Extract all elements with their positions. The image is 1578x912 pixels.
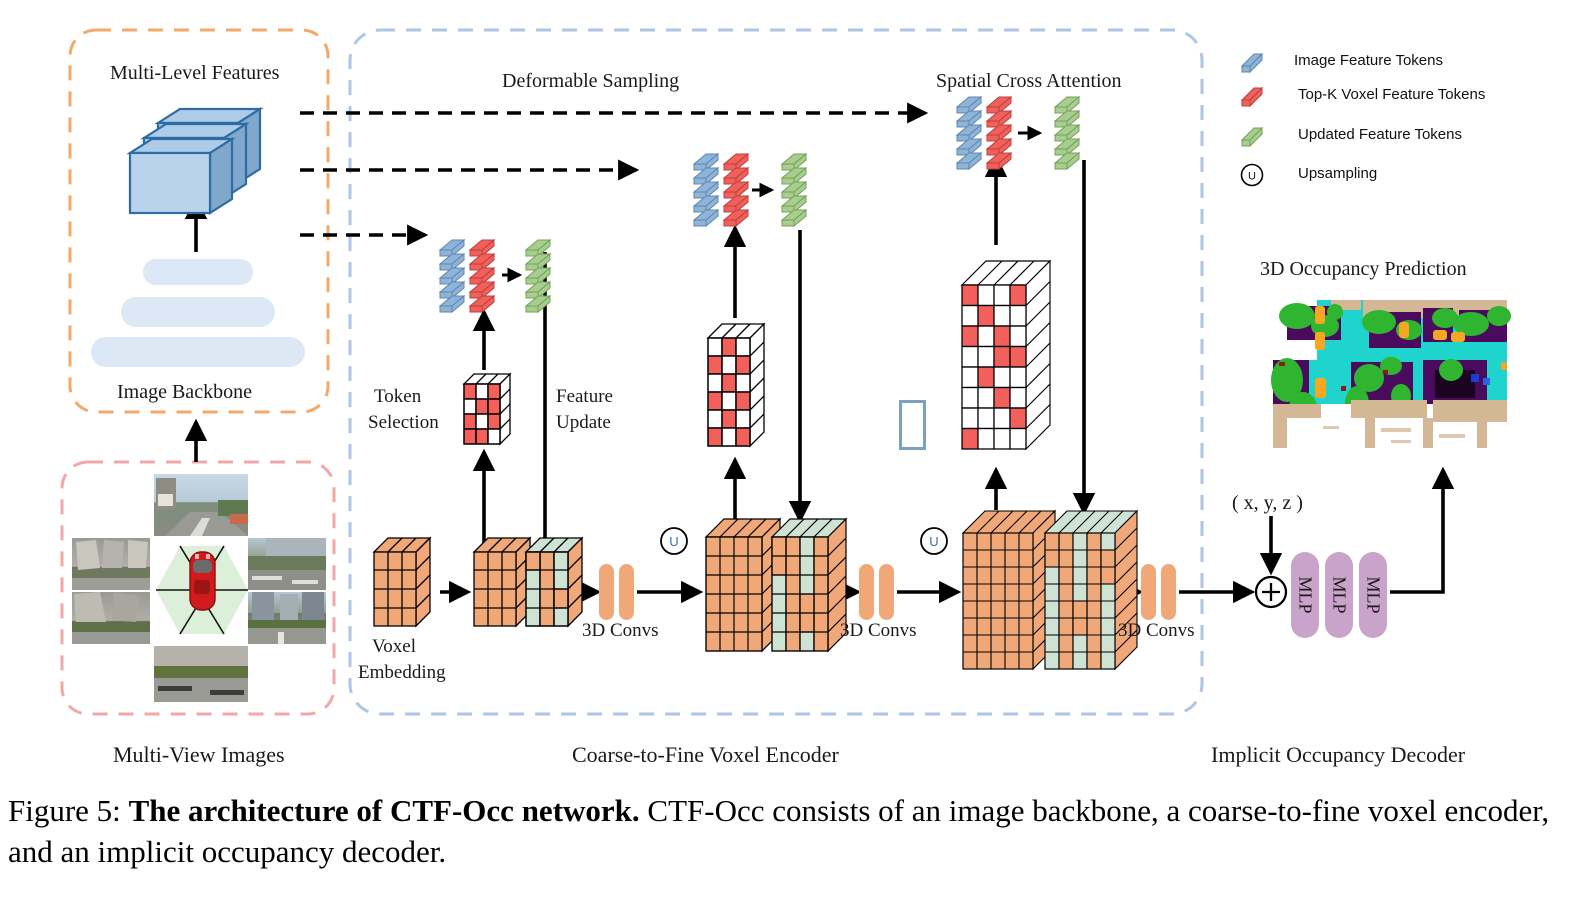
- camera-view-back-left: [72, 592, 150, 644]
- voxel-embedding-label-2: Embedding: [358, 662, 446, 683]
- token-selection-grid-2: [706, 322, 766, 448]
- image-backbone-group-box: [68, 28, 330, 414]
- dashed-feature-arrows: [300, 102, 929, 246]
- voxel-grid-stage2-row: [704, 517, 848, 653]
- token-transform-arrows: [502, 125, 1043, 283]
- backbone-bar-mid: [121, 297, 275, 327]
- coordinate-input-label: ( x, y, z ): [1232, 492, 1303, 514]
- voxel-grid-stage1-updated: [524, 536, 584, 628]
- legend-item-2: Updated Feature Tokens: [1240, 122, 1570, 162]
- upsampling-glyph-1: U: [669, 534, 678, 549]
- occupancy-prediction-image: [1271, 300, 1511, 448]
- upsampling-icon-1: U: [660, 527, 688, 555]
- voxel-grid-stage3-a: [961, 509, 1057, 671]
- multi-level-feature-slabs: [126, 106, 264, 216]
- deformable-sampling-label: Deformable Sampling: [502, 70, 680, 92]
- legend-label-0: Image Feature Tokens: [1294, 52, 1443, 69]
- figure-caption: Figure 5: The architecture of CTF-Occ ne…: [8, 790, 1568, 872]
- section-label-decoder: Implicit Occupancy Decoder: [1211, 742, 1466, 767]
- voxel-encoder-group-box: [348, 28, 1204, 716]
- figure-number: Figure 5:: [8, 793, 121, 828]
- token-column-image-blue-3: [955, 95, 983, 171]
- voxel-grid-embedding: [372, 536, 432, 628]
- camera-view-front-right: [248, 538, 326, 590]
- figure-body: CTF-Occ consists of an image backbone, a…: [8, 793, 1550, 870]
- section-label-voxel-encoder: Coarse-to-Fine Voxel Encoder: [572, 742, 839, 767]
- voxel-embedding-row: [372, 536, 584, 628]
- camera-view-back-right: [248, 592, 326, 644]
- legend-item-0: Image Feature Tokens: [1240, 48, 1570, 82]
- token-column-topk-red-3: [985, 95, 1013, 171]
- voxel-grid-stage2-a: [704, 517, 782, 653]
- token-slab-blue-icon: [1240, 52, 1264, 74]
- multi-view-images-group-box: [60, 460, 336, 716]
- legend-label-3: Upsampling: [1298, 165, 1378, 182]
- token-slab-green-icon: [1240, 126, 1264, 148]
- conv-label-3: 3D Convs: [1118, 620, 1195, 641]
- upsampling-icon-2: U: [920, 527, 948, 555]
- token-column-topk-red-2: [722, 152, 750, 228]
- legend-item-3: U Upsampling: [1240, 162, 1570, 196]
- upsampling-legend-glyph: U: [1248, 171, 1256, 183]
- mlp-label-1: MLP: [1295, 576, 1316, 614]
- backbone-bar-top: [143, 259, 253, 285]
- mlp-label-3: MLP: [1363, 576, 1384, 614]
- circle-u-icon: U: [1240, 163, 1264, 187]
- token-column-topk-red: [468, 238, 496, 314]
- ego-car-icon: [189, 551, 216, 611]
- multi-level-features-label: Multi-Level Features: [110, 62, 280, 84]
- conv-label-2: 3D Convs: [840, 620, 917, 641]
- mlp-label-2: MLP: [1329, 576, 1350, 614]
- mlp-block-1: MLP: [1291, 552, 1319, 638]
- legend-label-1: Top-K Voxel Feature Tokens: [1298, 86, 1486, 103]
- camera-view-front-left: [72, 538, 150, 590]
- token-selection-label-2: Selection: [368, 412, 439, 433]
- token-slab-red-icon: [1240, 86, 1264, 108]
- token-column-image-blue-2: [692, 152, 720, 228]
- occupancy-prediction-label: 3D Occupancy Prediction: [1260, 258, 1467, 280]
- ego-vehicle-diagram: [156, 545, 248, 635]
- voxel-grid-stage1-b: [472, 536, 532, 628]
- token-selection-label-1: Token: [374, 386, 422, 407]
- conv-block-1: [599, 564, 634, 620]
- image-backbone-pyramid: [91, 259, 305, 367]
- token-selection-grid: [462, 372, 512, 446]
- legend: Image Feature Tokens Top-K Voxel Feature…: [1240, 48, 1570, 196]
- voxel-grid-stage3-b: [1043, 509, 1139, 671]
- token-column-updated-green-3: [1053, 95, 1081, 171]
- token-column-updated-green: [524, 238, 552, 314]
- mlp-block-3: MLP: [1359, 552, 1387, 638]
- image-backbone-label: Image Backbone: [117, 381, 252, 403]
- sum-node-icon: [1254, 575, 1288, 609]
- token-selection-grid-3: [960, 259, 1052, 451]
- token-column-image-blue: [438, 238, 466, 314]
- conv-block-2: [859, 564, 894, 620]
- stage1-token-columns: [438, 238, 552, 314]
- voxel-grid-stage2-b: [770, 517, 848, 653]
- upsampling-glyph-2: U: [929, 534, 938, 549]
- voxel-embedding-label-1: Voxel: [372, 636, 416, 657]
- figure-bold-title: The architecture of CTF-Occ network.: [128, 793, 640, 828]
- stage3-token-columns: [955, 95, 1081, 171]
- token-column-updated-green-2: [780, 152, 808, 228]
- camera-view-back: [154, 646, 248, 702]
- sampling-marker-rect: [899, 400, 926, 450]
- conv-label-1: 3D Convs: [582, 620, 659, 641]
- backbone-bar-bottom: [91, 337, 305, 367]
- mlp-block-2: MLP: [1325, 552, 1353, 638]
- section-label-multi-view: Multi-View Images: [113, 742, 285, 767]
- feature-update-label-1: Feature: [556, 386, 613, 407]
- stage2-token-columns: [692, 152, 808, 228]
- conv-block-3: [1141, 564, 1176, 620]
- legend-item-1: Top-K Voxel Feature Tokens: [1240, 82, 1570, 122]
- voxel-grid-stage3-row: [961, 509, 1139, 671]
- legend-label-2: Updated Feature Tokens: [1298, 126, 1462, 143]
- spatial-cross-attention-label: Spatial Cross Attention: [936, 70, 1122, 92]
- feature-update-label-2: Update: [556, 412, 611, 433]
- camera-view-front: [154, 474, 248, 536]
- multi-view-image-grid: [72, 474, 326, 702]
